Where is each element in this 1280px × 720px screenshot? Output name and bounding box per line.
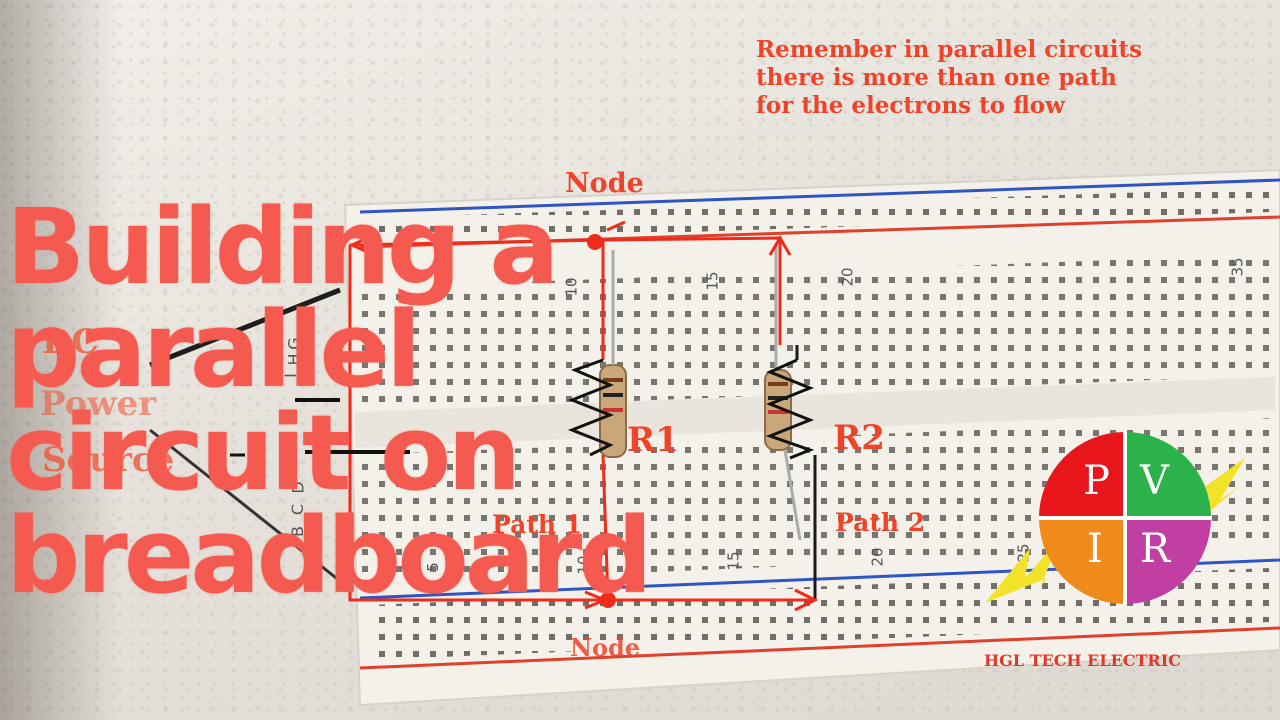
column-number-20-bottom: 20 [868, 547, 887, 567]
logo-letter-v: V [1140, 458, 1169, 504]
title-line: breadboard [6, 495, 653, 617]
node-label-bottom: Node [570, 633, 640, 662]
column-number-20-top: 20 [838, 267, 857, 287]
source-label: Source [42, 440, 175, 480]
path-label-2: Path 2 [835, 508, 926, 537]
remember-line: Remember in parallel circuits [756, 36, 1143, 63]
dc-label: DC [42, 322, 99, 362]
column-number-35-top: 35 [1228, 257, 1247, 277]
resistor-label-r1: R1 [627, 420, 679, 460]
video-title: Building a parallel circuit on breadboar… [6, 186, 786, 617]
node-label-top: Node [565, 168, 644, 199]
hand-shadow [0, 0, 120, 720]
pvir-logo: P V I R [985, 428, 1265, 678]
power-label: Power [40, 384, 157, 424]
title-line: circuit on [6, 392, 521, 514]
path-label-1: Path 1 [492, 510, 583, 539]
remember-note: Remember in parallel circuits there is m… [756, 36, 1196, 120]
title-line: Building a [6, 186, 560, 308]
logo-letter-p: P [1083, 458, 1110, 504]
title-line: parallel [6, 289, 422, 411]
logo-letter-i: I [1087, 526, 1103, 572]
brand-name: HGL TECH ELECTRIC [984, 651, 1181, 670]
pvir-wheel-icon [985, 432, 1245, 604]
resistor-label-r2: R2 [833, 418, 885, 458]
remember-line: for the electrons to flow [756, 92, 1065, 119]
logo-letter-r: R [1140, 526, 1171, 572]
remember-line: there is more than one path [756, 64, 1117, 91]
